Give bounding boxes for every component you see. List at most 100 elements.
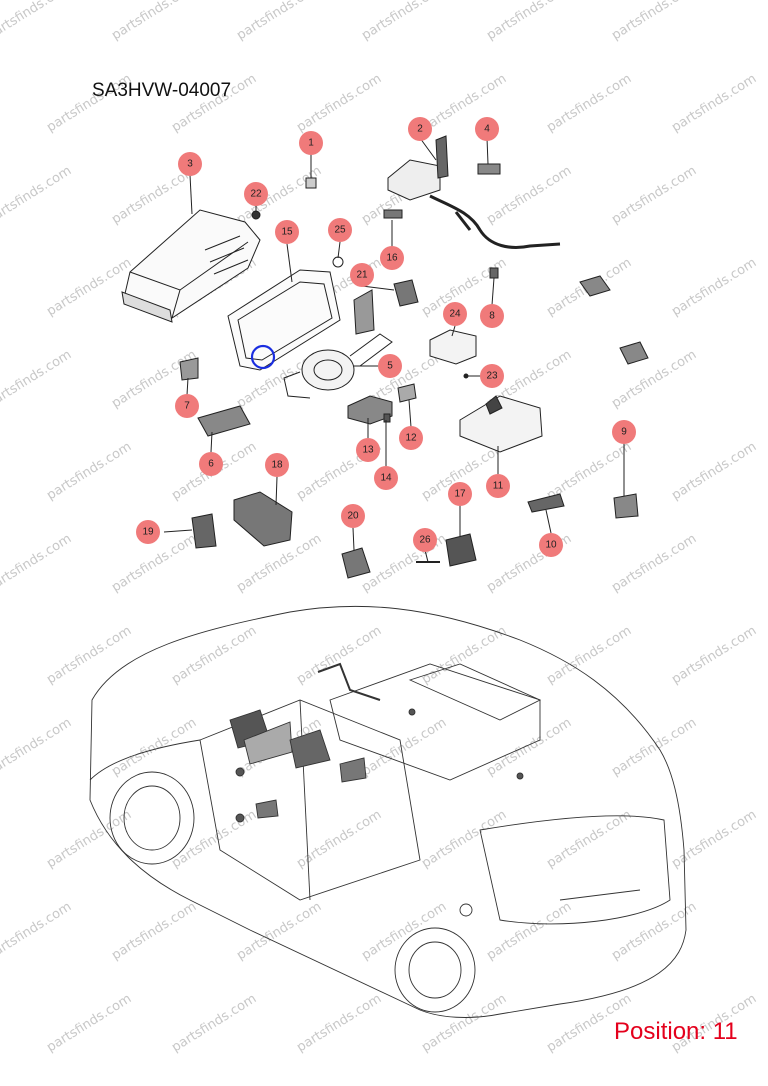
callout-bubble[interactable]	[356, 438, 380, 462]
part-19-drawing	[191, 513, 217, 549]
part-2-drawing	[387, 135, 561, 249]
callout-bubble[interactable]	[486, 474, 510, 498]
callout-bubble[interactable]	[275, 220, 299, 244]
callout-bubble[interactable]	[244, 182, 268, 206]
callout-number: 1	[308, 138, 314, 149]
callout-bubble[interactable]	[378, 354, 402, 378]
callout-15[interactable]: 15	[275, 220, 299, 244]
watermark-text: partsfinds.com	[234, 899, 324, 963]
callout-11[interactable]: 11	[486, 474, 510, 498]
callout-17[interactable]: 17	[448, 482, 472, 506]
callout-number: 15	[281, 227, 293, 238]
callout-bubble[interactable]	[380, 246, 404, 270]
part-4-drawing	[477, 163, 501, 175]
callout-bubble[interactable]	[199, 452, 223, 476]
callout-14[interactable]: 14	[374, 466, 398, 490]
watermark-text: partsfinds.com	[0, 899, 74, 963]
callout-6[interactable]: 6	[199, 452, 223, 476]
watermark-text: partsfinds.com	[544, 623, 634, 687]
watermark-text: partsfinds.com	[44, 807, 134, 871]
part-13-drawing	[347, 395, 393, 425]
callout-24[interactable]: 24	[443, 302, 467, 326]
callout-bubble[interactable]	[374, 466, 398, 490]
callout-bubble[interactable]	[612, 420, 636, 444]
callout-number: 23	[486, 371, 498, 382]
callout-1[interactable]: 1	[299, 131, 323, 155]
extra-part-b	[619, 341, 649, 365]
leader-lines	[163, 137, 625, 563]
part-9-drawing	[613, 493, 639, 519]
watermark-text: partsfinds.com	[0, 163, 74, 227]
callout-bubble[interactable]	[480, 364, 504, 388]
callout-bubble[interactable]	[480, 304, 504, 328]
callout-bubble[interactable]	[399, 426, 423, 450]
part-14-drawing	[383, 413, 391, 423]
watermark-text: partsfinds.com	[44, 255, 134, 319]
callout-3[interactable]: 3	[178, 152, 202, 176]
watermark-text: partsfinds.com	[109, 899, 199, 963]
callout-bubble[interactable]	[448, 482, 472, 506]
watermark-text: partsfinds.com	[44, 991, 134, 1055]
callout-bubble[interactable]	[328, 218, 352, 242]
part-11-drawing	[459, 395, 543, 453]
callout-bubble[interactable]	[350, 263, 374, 287]
callout-13[interactable]: 13	[356, 438, 380, 462]
part-15-drawing	[227, 269, 341, 371]
watermark-text: partsfinds.com	[0, 0, 74, 43]
part-23-drawing	[463, 373, 469, 379]
callout-number: 9	[621, 427, 627, 438]
diagram-code: SA3HVW-04007	[92, 80, 232, 101]
watermark-text: partsfinds.com	[669, 623, 759, 687]
callout-bubble[interactable]	[443, 302, 467, 326]
callout-bubble[interactable]	[175, 394, 199, 418]
callout-26[interactable]: 26	[413, 528, 437, 552]
callout-bubble[interactable]	[408, 117, 432, 141]
callout-bubble[interactable]	[413, 528, 437, 552]
callout-5[interactable]: 5	[378, 354, 402, 378]
callout-4[interactable]: 4	[475, 117, 499, 141]
callout-21[interactable]: 21	[350, 263, 374, 287]
callout-2[interactable]: 2	[408, 117, 432, 141]
callout-18[interactable]: 18	[265, 453, 289, 477]
callout-20[interactable]: 20	[341, 504, 365, 528]
callout-bubble[interactable]	[265, 453, 289, 477]
callout-22[interactable]: 22	[244, 182, 268, 206]
callout-12[interactable]: 12	[399, 426, 423, 450]
callout-23[interactable]: 23	[480, 364, 504, 388]
callout-10[interactable]: 10	[539, 533, 563, 557]
callout-bubble[interactable]	[136, 520, 160, 544]
callout-7[interactable]: 7	[175, 394, 199, 418]
callout-bubble[interactable]	[341, 504, 365, 528]
callout-number: 7	[184, 401, 190, 412]
callout-number: 17	[454, 489, 466, 500]
callout-9[interactable]: 9	[612, 420, 636, 444]
watermark-text: partsfinds.com	[109, 715, 199, 779]
watermark-text: partsfinds.com	[0, 531, 74, 595]
callout-number: 8	[489, 311, 495, 322]
watermark-text: partsfinds.com	[609, 531, 699, 595]
watermark-text: partsfinds.com	[169, 991, 259, 1055]
watermark-text: partsfinds.com	[359, 0, 449, 43]
watermark-text: partsfinds.com	[609, 715, 699, 779]
callout-19[interactable]: 19	[136, 520, 160, 544]
callout-bubble[interactable]	[475, 117, 499, 141]
callout-8[interactable]: 8	[480, 304, 504, 328]
callout-bubble[interactable]	[299, 131, 323, 155]
part-10-drawing	[527, 493, 565, 513]
callout-16[interactable]: 16	[380, 246, 404, 270]
callout-layer: 1234567891011121314151617181920212223242…	[136, 117, 636, 557]
watermark-text: partsfinds.com	[544, 71, 634, 135]
watermark-text: partsfinds.com	[544, 439, 634, 503]
callout-bubble[interactable]	[178, 152, 202, 176]
part-25-drawing	[332, 256, 344, 268]
watermark-text: partsfinds.com	[44, 439, 134, 503]
callout-number: 13	[362, 445, 374, 456]
watermark-text: partsfinds.com	[294, 71, 384, 135]
watermark-text: partsfinds.com	[44, 623, 134, 687]
part-12-drawing	[397, 383, 417, 403]
callout-25[interactable]: 25	[328, 218, 352, 242]
callout-number: 11	[493, 481, 504, 492]
watermark-text: partsfinds.com	[609, 0, 699, 43]
car-illustration	[89, 605, 687, 1018]
callout-bubble[interactable]	[539, 533, 563, 557]
